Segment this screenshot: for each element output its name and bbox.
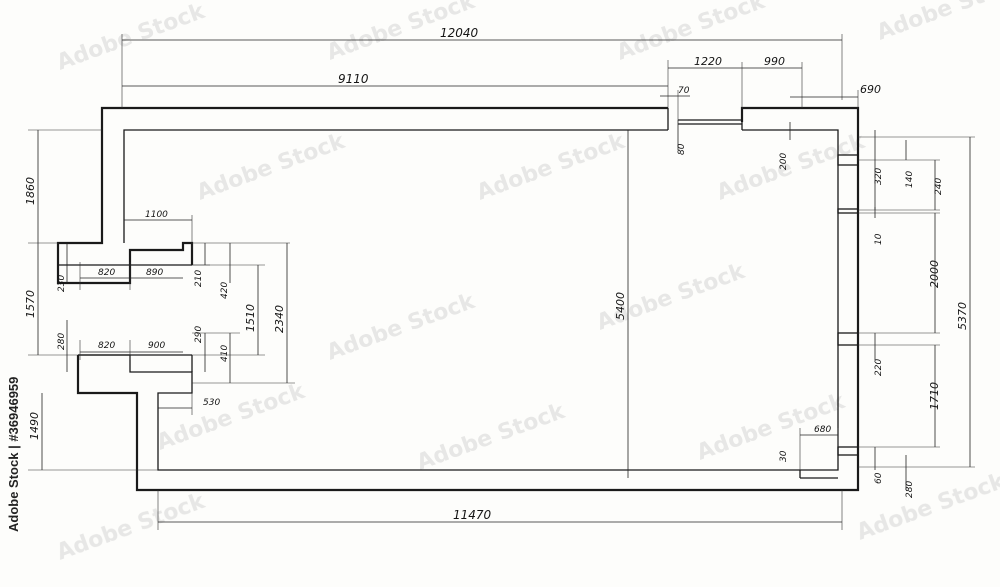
dim-bottom-total: 11470 <box>453 508 492 522</box>
dim-upper-niche-h1: 230 <box>57 275 67 292</box>
inner-wall-right <box>78 129 839 471</box>
dim-lower-niche-left: 820 <box>98 341 115 351</box>
dim-top-gap: 70 <box>678 86 690 96</box>
dim-right-total: 5370 <box>956 302 969 330</box>
dim-top-opening: 1220 <box>694 55 722 68</box>
dim-right-10: 10 <box>874 233 884 245</box>
dim-right-240: 240 <box>934 178 944 195</box>
watermark-text: Adobe Stock <box>474 129 630 206</box>
dim-left-bottom-height: 1490 <box>28 412 41 440</box>
dim-upper-niche-left: 820 <box>98 268 115 278</box>
watermark-text: Adobe Stock <box>54 489 210 566</box>
watermark-text: Adobe Stock <box>324 289 480 366</box>
dim-upper-niche-h2: 210 <box>194 270 204 287</box>
dim-right-320: 320 <box>874 168 884 185</box>
dim-right-60: 60 <box>874 472 884 484</box>
dim-right-2000: 2000 <box>928 260 941 288</box>
dim-lower-niche-h2: 290 <box>194 326 204 343</box>
stock-id-label: Adobe Stock | #36946959 <box>6 376 21 532</box>
dim-notch-width: 1100 <box>145 210 168 220</box>
dim-lower-niche-h3: 410 <box>220 345 230 362</box>
dim-right-220: 220 <box>874 359 884 376</box>
dim-right-140: 140 <box>905 171 915 188</box>
watermark-text: Adobe Stock <box>614 0 770 66</box>
outer-wall-lower-left <box>76 106 860 492</box>
dim-small-200: 200 <box>779 153 789 170</box>
dim-right-1710: 1710 <box>928 382 941 410</box>
dim-niche-span-2: 2340 <box>273 305 286 333</box>
dim-niche-span-1: 1510 <box>244 304 257 332</box>
watermark-text: Adobe Stock <box>874 0 1000 46</box>
walls <box>56 106 860 492</box>
right-opening <box>837 208 859 214</box>
dimension-labels: 12040 9110 70 1220 990 690 1860 1570 149… <box>24 26 969 522</box>
dim-small-80: 80 <box>677 143 687 155</box>
watermark-text: Adobe Stock <box>194 129 350 206</box>
dim-top-corner: 690 <box>860 83 881 96</box>
right-opening <box>837 332 859 346</box>
watermark-text: Adobe Stock <box>154 379 310 456</box>
outer-wall <box>56 106 668 285</box>
dim-bottom-small-30: 30 <box>779 450 789 462</box>
dim-right-280: 280 <box>905 481 915 498</box>
watermark-text: Adobe Stock <box>54 0 210 76</box>
dim-upper-niche-h3: 420 <box>220 282 230 299</box>
right-opening <box>837 446 859 456</box>
dim-left-top-height: 1860 <box>24 177 37 205</box>
dim-bottom-right-opening: 680 <box>814 425 831 435</box>
dim-interior-height: 5400 <box>614 292 627 320</box>
dim-top-total: 12040 <box>440 26 479 40</box>
dim-lower-niche-right: 900 <box>148 341 165 351</box>
dim-top-left-run: 9110 <box>338 72 369 86</box>
inner-wall <box>123 129 668 243</box>
dim-top-right-segment: 990 <box>764 55 785 68</box>
dim-upper-niche-right: 890 <box>146 268 163 278</box>
dim-lower-offset: 530 <box>203 398 220 408</box>
dim-left-middle-height: 1570 <box>24 290 37 318</box>
watermark-text: Adobe Stock <box>414 399 570 476</box>
watermark-text: Adobe Stock <box>714 129 870 206</box>
dim-lower-niche-h1: 280 <box>57 333 67 350</box>
dimension-lines <box>28 34 975 530</box>
